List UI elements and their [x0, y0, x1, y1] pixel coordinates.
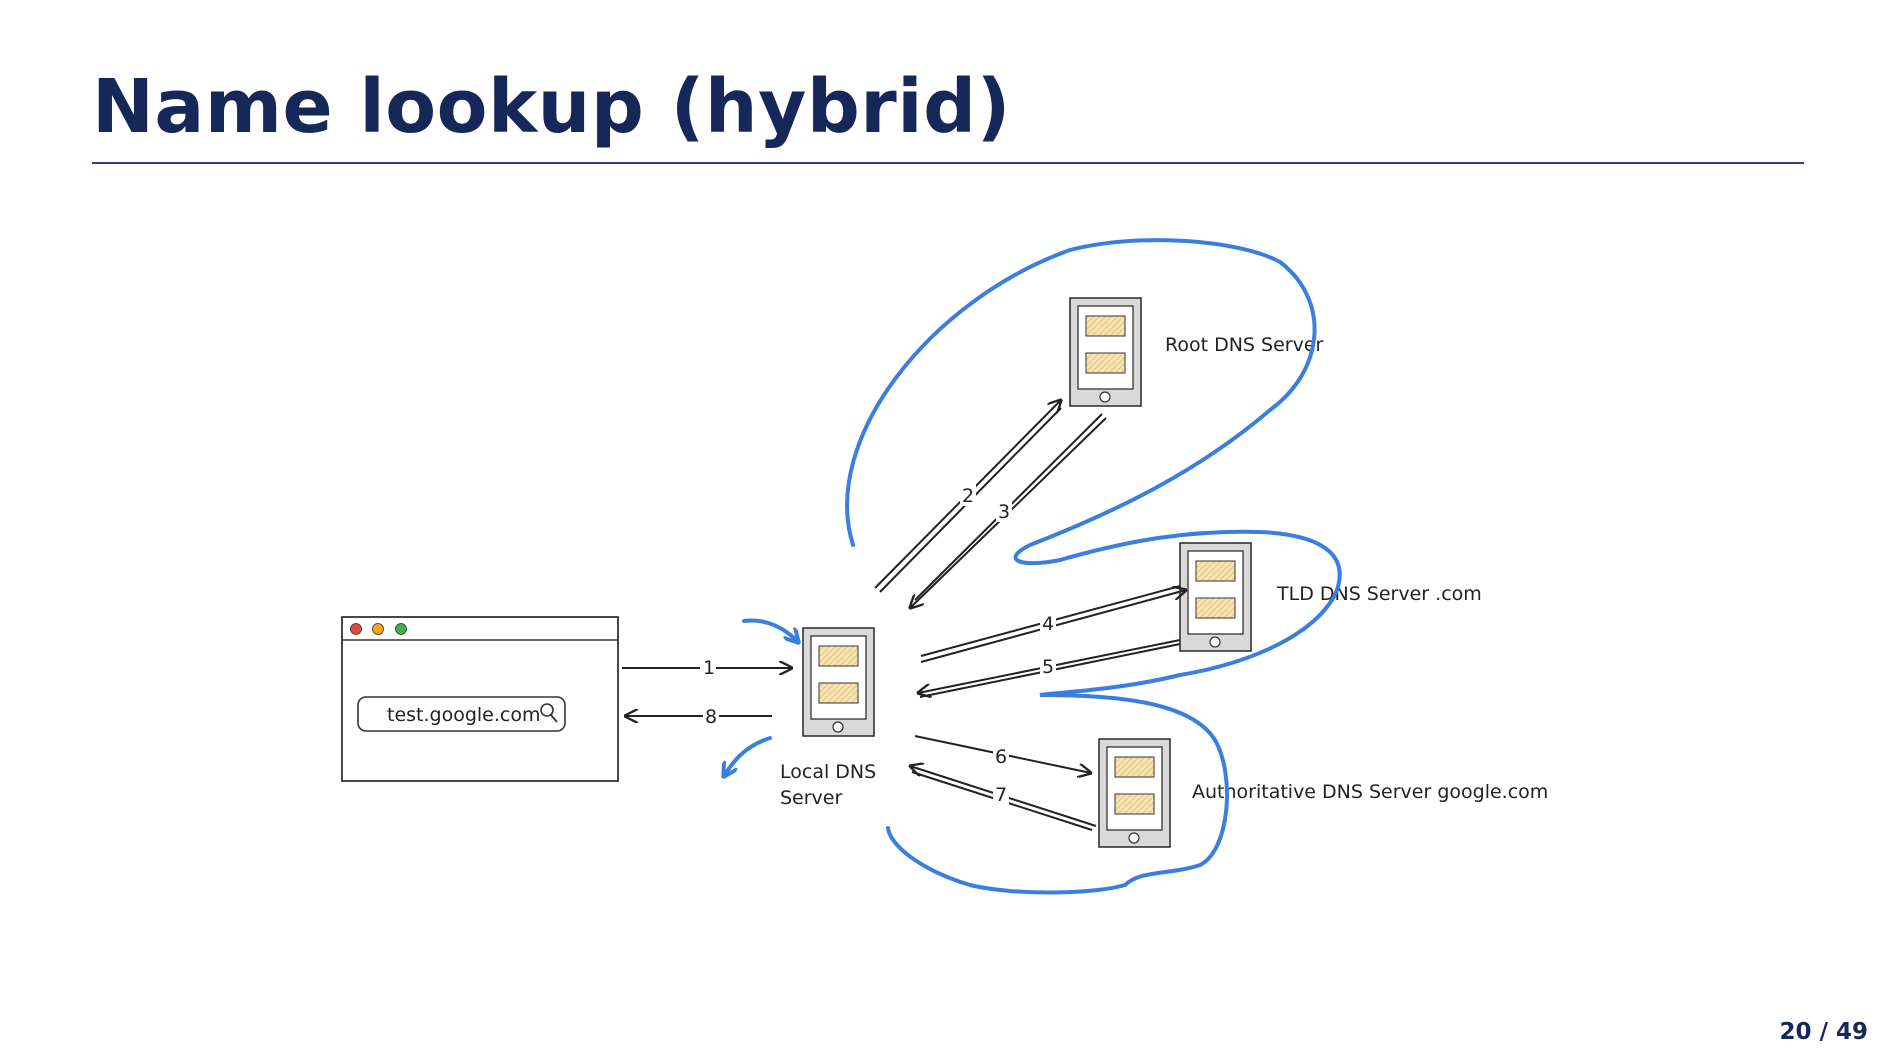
local-dns-server-icon [802, 627, 875, 737]
page-current: 20 [1779, 1019, 1812, 1045]
authoritative-dns-server-icon [1098, 738, 1171, 848]
tld-dns-server-icon [1179, 542, 1252, 652]
exit-annotation-arrow [724, 736, 772, 776]
page-separator: / [1819, 1019, 1828, 1045]
address-bar [357, 696, 566, 732]
authoritative-dns-label: Authoritative DNS Server google.com [1192, 781, 1548, 803]
step-label-5: 5 [1042, 656, 1054, 678]
address-bar-url: test.google.com [387, 704, 540, 726]
hybrid-annotation-loop [845, 238, 1342, 895]
step-label-2: 2 [962, 485, 974, 507]
title-rule [92, 162, 1804, 164]
step-label-4: 4 [1042, 613, 1054, 635]
tld-dns-label: TLD DNS Server .com [1276, 583, 1482, 605]
local-dns-label-line2: Server [780, 787, 842, 809]
page-total: 49 [1835, 1019, 1868, 1045]
maximize-dot-icon [395, 623, 407, 635]
step-label-7: 7 [995, 784, 1007, 806]
step-label-8: 8 [705, 706, 717, 728]
root-dns-label: Root DNS Server [1165, 334, 1324, 356]
close-dot-icon [350, 623, 362, 635]
root-dns-server-icon [1069, 297, 1142, 407]
browser-window: test.google.com [341, 616, 619, 782]
search-icon [540, 703, 558, 723]
minimize-dot-icon [372, 623, 384, 635]
step-label-3: 3 [998, 501, 1010, 523]
step-label-1: 1 [703, 657, 715, 679]
slide-title: Name lookup (hybrid) [92, 64, 1011, 150]
local-dns-label-line1: Local DNS [780, 761, 876, 783]
page-number: 20 / 49 [1780, 1019, 1868, 1045]
step-labels: 1 8 2 3 4 5 6 7 [700, 484, 1056, 806]
entry-annotation-arrow [742, 618, 798, 642]
step-label-6: 6 [995, 746, 1007, 768]
